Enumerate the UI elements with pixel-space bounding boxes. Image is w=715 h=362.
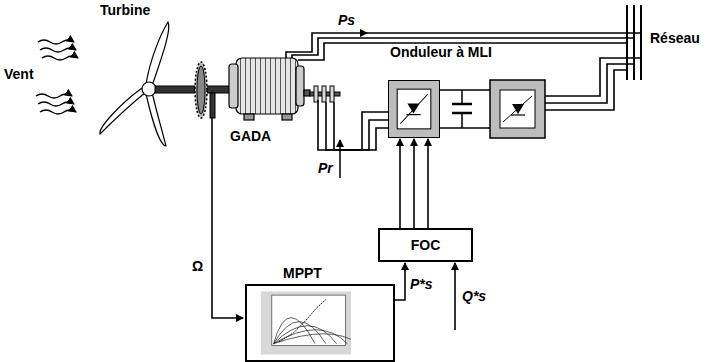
connector [400, 139, 428, 228]
grid-side-lines [545, 58, 641, 110]
power-label: Ps [338, 12, 355, 28]
speed-label: Ω [192, 258, 203, 274]
connector [395, 263, 405, 300]
reactive-ref-arrow [454, 263, 456, 330]
speed-line [212, 118, 243, 318]
stator-lines [286, 29, 641, 60]
grid-side-converter [440, 80, 545, 138]
shaft-gearbox [155, 62, 232, 118]
connector [318, 100, 388, 150]
wind-label: Vent [4, 66, 34, 82]
node-title: MPPT [283, 265, 322, 281]
rotor-power-arrow [339, 140, 341, 178]
converter-box: Onduleur à MLI [388, 80, 440, 138]
generator-body [229, 58, 310, 120]
slip-rings [310, 86, 340, 102]
power-curve-chart [261, 290, 351, 356]
mppt-box: MPPT [245, 284, 395, 362]
turbine-label: Turbine [100, 2, 150, 18]
power-label: Pr [318, 160, 333, 176]
turbine-rotor [100, 22, 169, 146]
grid-bus [627, 5, 641, 80]
wind-arrows [36, 40, 78, 114]
generator-node: GADA [226, 52, 308, 144]
reference-label: Q*s [462, 288, 486, 304]
converter-symbol [389, 81, 439, 137]
node-title: FOC [411, 237, 441, 253]
grid-label: Réseau [650, 30, 700, 46]
node-title: GADA [230, 128, 271, 144]
node-title: Onduleur à MLI [389, 44, 493, 60]
edge-label: P*s [410, 276, 433, 292]
control-box: FOC [378, 228, 473, 262]
